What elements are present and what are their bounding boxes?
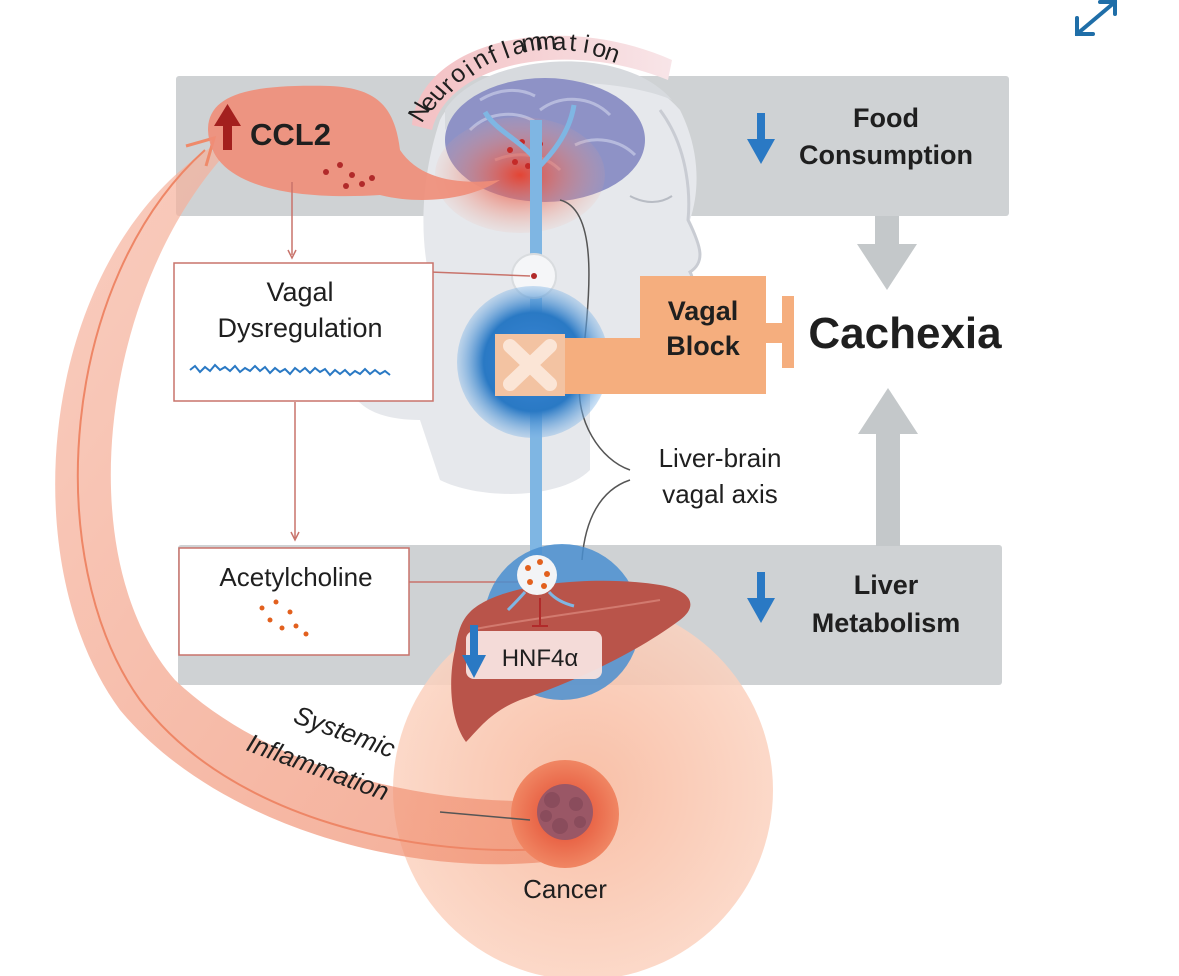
acetylcholine-box [178, 547, 410, 656]
liver-down-arrow-icon [747, 572, 775, 623]
cancer-label: Cancer [523, 874, 607, 904]
food-label-line2: Consumption [799, 140, 973, 170]
food-label-line1: Food [853, 103, 919, 133]
liver-metabolism-line1: Liver [854, 570, 919, 600]
nerve-signal-trace [189, 363, 391, 377]
head-hair [445, 61, 672, 130]
vagal-dysregulation-box [173, 262, 434, 402]
acetylcholine-label: Acetylcholine [219, 562, 372, 592]
liver-metabolism-line2: Metabolism [812, 608, 961, 638]
liver-to-cachexia-arrow [858, 388, 918, 546]
inflammation-pointer [439, 811, 531, 821]
liver-brain-line2: vagal axis [662, 479, 778, 509]
hnf4a-box [466, 631, 602, 679]
neuroinflammation-arc [412, 35, 672, 130]
vagal-block-line1: Vagal [668, 296, 739, 326]
down-arrow-icon [462, 625, 486, 678]
expand-icon[interactable] [1075, 0, 1117, 36]
liver-brain-line1: Liver-brain [659, 443, 782, 473]
cachexia-label: Cachexia [808, 309, 1002, 358]
nerve-terminal [517, 555, 557, 595]
vagal-block-line2: Block [666, 331, 741, 361]
food-to-cachexia-arrow [857, 216, 917, 290]
vagus-branches [482, 104, 577, 172]
up-arrow-icon [214, 104, 241, 150]
vagal-dysregulation-line1: Vagal [266, 277, 333, 307]
ccl2-label: CCL2 [250, 117, 331, 152]
terminal-dots [525, 559, 550, 589]
ccl2-dots [323, 162, 375, 189]
neuroinflammation-hotspot [435, 117, 605, 233]
vagal-block-x-icon [503, 339, 557, 391]
vagal-dysregulation-line2: Dysregulation [217, 313, 382, 343]
swoosh-edge [76, 149, 561, 851]
eye-line [629, 195, 673, 203]
acetylcholine-dots [259, 599, 309, 637]
terminal-branches [506, 590, 575, 612]
hnf4a-label: HNF4α [502, 645, 579, 672]
tumor-cells [537, 784, 593, 840]
hnf4a-inhibition [532, 598, 548, 627]
vagal-block-inhibitor [766, 296, 794, 368]
ccl2-bubble [208, 85, 500, 200]
food-down-arrow-icon [747, 113, 775, 164]
